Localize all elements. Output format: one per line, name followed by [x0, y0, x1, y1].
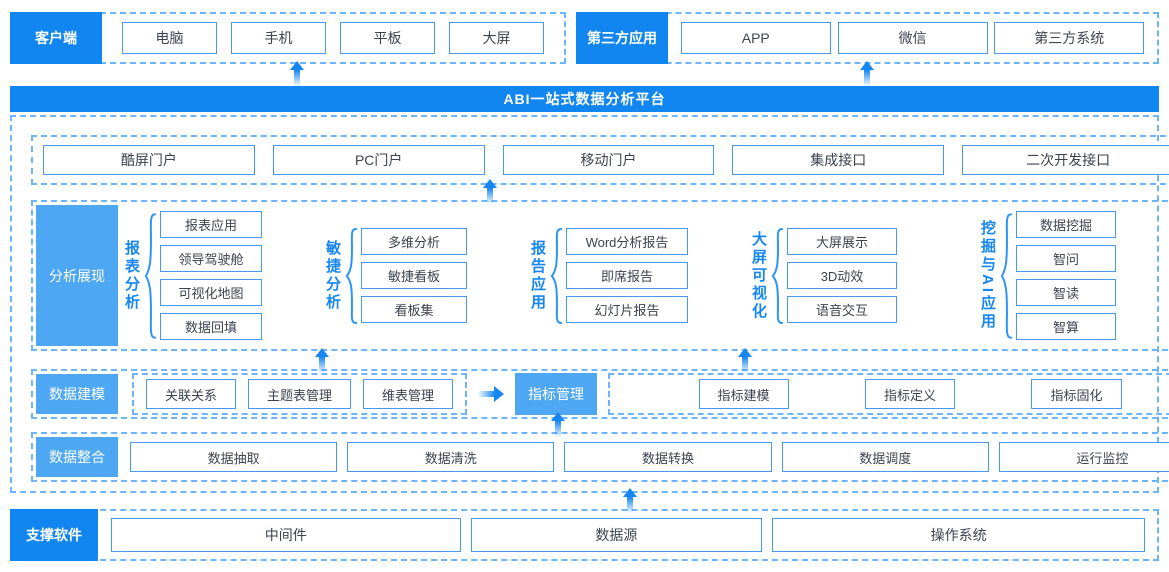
analysis-item: 多维分析 [361, 228, 467, 256]
brace-icon [771, 228, 784, 324]
brace-icon [345, 228, 358, 324]
analysis-section: 分析展现 报表分析 报表应用 领导驾驶舱 可视化地图 数据回填 敏捷分析 [31, 199, 1169, 352]
analysis-group-ai: 挖掘与AI应用 数据挖掘 智问 智读 智算 [977, 211, 1169, 341]
analysis-item: 幻灯片报告 [566, 296, 688, 324]
third-party-items: APP 微信 第三方系统 [668, 22, 1157, 54]
client-label: 客户端 [10, 12, 102, 64]
group-name: 挖掘与AI应用 [979, 220, 996, 332]
arrow-up-icon [551, 412, 565, 438]
integration-item: 数据清洗 [347, 442, 555, 473]
third-party-section: 第三方应用 APP 微信 第三方系统 [576, 12, 1159, 86]
analysis-group-agile: 敏捷分析 多维分析 敏捷看板 看板集 [322, 228, 527, 324]
third-party-item: APP [680, 22, 831, 54]
analysis-item: 领导驾驶舱 [160, 245, 262, 273]
brace-icon [1000, 213, 1013, 339]
arrow-up-icon [738, 348, 752, 374]
client-item: 电脑 [122, 22, 217, 54]
integration-item: 运行监控 [998, 442, 1169, 473]
modeling-group: 关联关系 主题表管理 维表管理 [132, 373, 468, 416]
portal-item: 集成接口 [732, 144, 945, 175]
platform-container: 酷屏门户 PC门户 移动门户 集成接口 二次开发接口 分析展现 报表分析 报表应… [10, 115, 1169, 493]
modeling-item: 主题表管理 [248, 379, 352, 410]
portal-item: 移动门户 [502, 144, 715, 175]
group-name: 敏捷分析 [324, 239, 341, 312]
analysis-groups: 报表分析 报表应用 领导驾驶舱 可视化地图 数据回填 敏捷分析 多维分析 敏捷看… [121, 202, 1169, 349]
top-row: 客户端 电脑 手机 平板 大屏 第三方应用 APP 微信 第三方系统 [10, 12, 1159, 86]
metric-group: 指标建模 指标定义 指标固化 [608, 373, 1169, 416]
metric-item: 指标定义 [865, 379, 956, 410]
client-item: 大屏 [449, 22, 544, 54]
integration-items: 数据抽取 数据清洗 数据转换 数据调度 运行监控 [130, 442, 1169, 473]
arrow-up-icon [290, 61, 304, 87]
analysis-group-bigscreen: 大屏可视化 大屏展示 3D动效 语音交互 [748, 228, 977, 324]
support-item: 数据源 [470, 518, 763, 552]
support-items: 中间件 数据源 操作系统 [98, 518, 1157, 552]
analysis-label: 分析展现 [36, 204, 118, 347]
analysis-item: 数据挖掘 [1016, 211, 1116, 239]
integration-item: 数据转换 [564, 442, 772, 473]
integration-item: 数据抽取 [130, 442, 338, 473]
platform-banner: ABI一站式数据分析平台 [10, 86, 1159, 112]
portal-item: PC门户 [272, 144, 485, 175]
platform-main: 酷屏门户 PC门户 移动门户 集成接口 二次开发接口 分析展现 报表分析 报表应… [31, 135, 1169, 483]
analysis-item: 大屏展示 [787, 228, 897, 256]
analysis-item: 数据回填 [160, 313, 262, 341]
analysis-item: 智问 [1016, 245, 1116, 273]
integration-item: 数据调度 [781, 442, 989, 473]
modeling-row: 数据建模 关联关系 主题表管理 维表管理 指标管理 指标建模 指标定义 指标固化 [31, 348, 1169, 420]
group-items: 数据挖掘 智问 智读 智算 [1016, 211, 1116, 341]
analysis-item: 智读 [1016, 279, 1116, 307]
support-item: 中间件 [111, 518, 461, 552]
brace-icon [144, 213, 157, 339]
metric-item: 指标建模 [698, 379, 789, 410]
analysis-item: 敏捷看板 [361, 262, 467, 290]
third-party-label: 第三方应用 [576, 12, 668, 64]
analysis-item: 智算 [1016, 313, 1116, 341]
client-section: 客户端 电脑 手机 平板 大屏 [10, 12, 566, 86]
group-name: 报表分析 [123, 239, 140, 312]
group-items: 大屏展示 3D动效 语音交互 [787, 228, 897, 324]
modeling-item: 维表管理 [363, 379, 454, 410]
integration-row: 数据整合 数据抽取 数据清洗 数据转换 数据调度 运行监控 [31, 412, 1169, 483]
third-party-item: 微信 [837, 22, 988, 54]
integration-label: 数据整合 [36, 437, 118, 478]
group-items: 报表应用 领导驾驶舱 可视化地图 数据回填 [160, 211, 262, 341]
support-item: 操作系统 [772, 518, 1146, 552]
analysis-item: 语音交互 [787, 296, 897, 324]
modeling-label: 数据建模 [36, 374, 118, 415]
arrow-right-icon [478, 386, 505, 403]
support-section: 支撑软件 中间件 数据源 操作系统 [10, 488, 1159, 561]
modeling-item: 关联关系 [146, 379, 237, 410]
arrow-up-icon [623, 488, 637, 514]
brace-icon [550, 228, 563, 324]
group-items: 多维分析 敏捷看板 看板集 [361, 228, 467, 324]
group-name: 报告应用 [529, 239, 546, 312]
client-item: 手机 [231, 22, 326, 54]
metric-management-box: 指标管理 [515, 373, 598, 416]
group-items: Word分析报告 即席报告 幻灯片报告 [566, 228, 688, 324]
analysis-group-reporting: 报告应用 Word分析报告 即席报告 幻灯片报告 [527, 228, 748, 324]
platform-title: ABI一站式数据分析平台 [503, 91, 666, 107]
client-items: 电脑 手机 平板 大屏 [102, 22, 564, 54]
metric-item: 指标固化 [1031, 379, 1122, 410]
analysis-item: 报表应用 [160, 211, 262, 239]
support-label: 支撑软件 [10, 509, 98, 561]
analysis-item: 即席报告 [566, 262, 688, 290]
arrow-up-icon [483, 178, 497, 205]
arrow-up-icon [315, 348, 329, 374]
analysis-item: 3D动效 [787, 262, 897, 290]
portal-item: 二次开发接口 [962, 144, 1169, 175]
analysis-item: 看板集 [361, 296, 467, 324]
analysis-item: 可视化地图 [160, 279, 262, 307]
group-name: 大屏可视化 [750, 230, 767, 321]
portal-item: 酷屏门户 [43, 144, 255, 175]
third-party-item: 第三方系统 [994, 22, 1145, 54]
analysis-group-report: 报表分析 报表应用 领导驾驶舱 可视化地图 数据回填 [121, 211, 322, 341]
portal-row: 酷屏门户 PC门户 移动门户 集成接口 二次开发接口 [31, 135, 1169, 204]
arrow-up-icon [860, 61, 874, 87]
client-item: 平板 [340, 22, 435, 54]
analysis-item: Word分析报告 [566, 228, 688, 256]
